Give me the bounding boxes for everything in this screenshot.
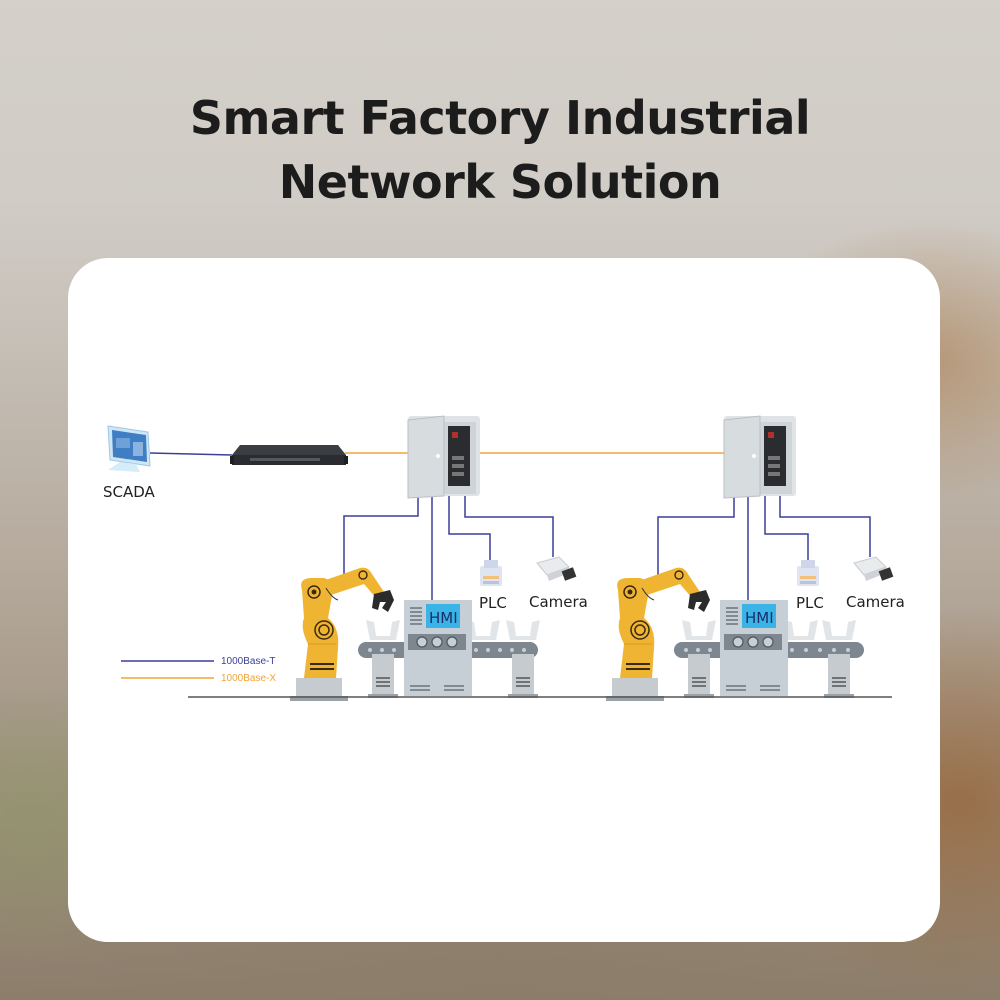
cell1-links: [343, 496, 554, 600]
legend-label-1000base-t: 1000Base-T: [221, 656, 275, 667]
page-title: Smart Factory Industrial Network Solutio…: [0, 86, 1000, 214]
cabinet-switch-2[interactable]: [723, 415, 797, 499]
plc-label: PLC: [479, 594, 507, 612]
camera-icon: [853, 556, 894, 582]
cabinet-switch-icon: [407, 415, 481, 499]
conveyor-stand: [505, 619, 541, 699]
camera-label: Camera: [846, 593, 905, 611]
hmi-2[interactable]: HMI: [719, 599, 789, 697]
title-line-1: Smart Factory Industrial: [189, 91, 811, 145]
title-line-2: Network Solution: [278, 155, 722, 209]
legend: 1000Base-T 1000Base-X: [121, 656, 276, 684]
cabinet-switch-1[interactable]: [407, 415, 481, 499]
conveyor-rollers: [684, 648, 850, 652]
hmi-label: HMI: [429, 609, 458, 627]
plc-icon: [480, 560, 502, 586]
cell-1: HMI PLC Camera: [289, 415, 588, 702]
conveyor-rollers: [368, 648, 526, 652]
scada-node[interactable]: SCADA: [103, 425, 156, 501]
legend-label-1000base-x: 1000Base-X: [221, 673, 276, 684]
plc-2[interactable]: PLC: [796, 560, 824, 612]
camera-2[interactable]: Camera: [846, 556, 905, 611]
hmi-label: HMI: [745, 609, 774, 627]
cell-2: HMI PLC Camera: [605, 415, 905, 702]
camera-icon: [536, 556, 577, 582]
rackmount-switch-icon: [230, 445, 348, 465]
cabinet-switch-icon: [723, 415, 797, 499]
plc-1[interactable]: PLC: [479, 560, 507, 612]
camera-label: Camera: [529, 593, 588, 611]
hmi-1[interactable]: HMI: [403, 599, 473, 697]
camera-1[interactable]: Camera: [529, 556, 588, 611]
box: [466, 620, 500, 640]
conveyor-stand: [821, 619, 857, 699]
conveyor-stand: [365, 619, 401, 699]
plc-icon: [797, 560, 819, 586]
plc-label: PLC: [796, 594, 824, 612]
scada-label: SCADA: [103, 483, 156, 501]
box: [784, 620, 818, 640]
conveyor-stand: [681, 619, 717, 699]
cell2-links: [657, 496, 871, 600]
core-switch[interactable]: [230, 445, 348, 465]
monitor-icon: [107, 425, 151, 472]
link-scada-core: [149, 452, 233, 456]
diagram-card: [68, 258, 940, 942]
